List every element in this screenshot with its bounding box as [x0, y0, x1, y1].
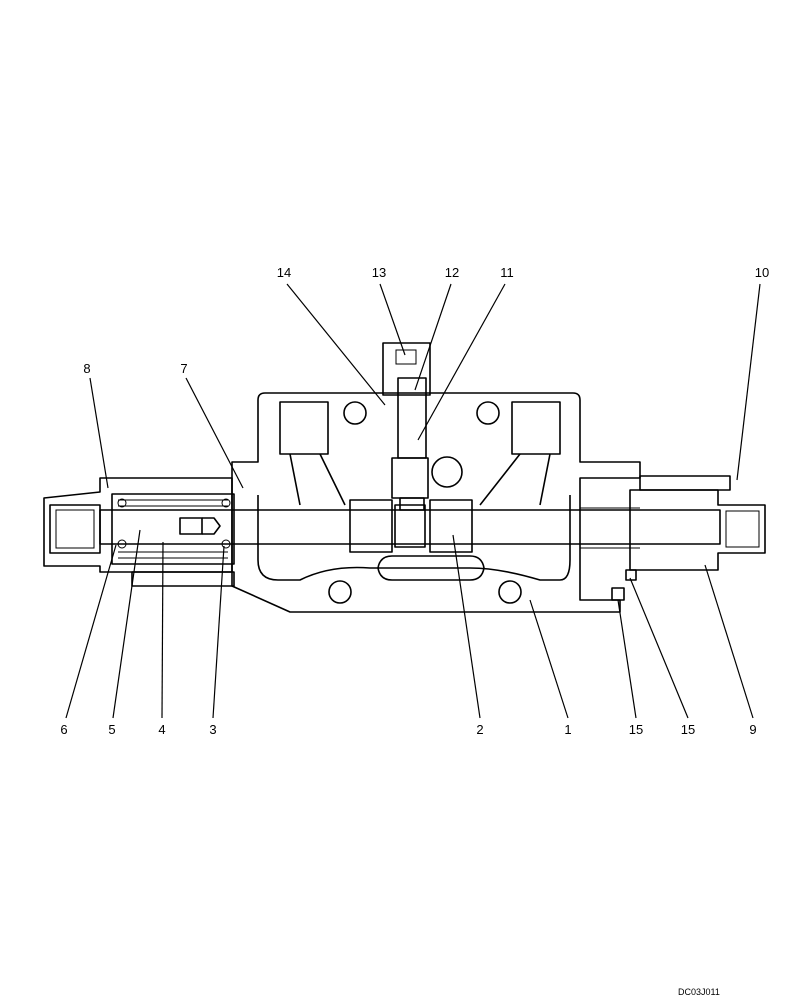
spool [99, 499, 721, 553]
callout-11: 11 [500, 265, 514, 280]
callout-13: 13 [372, 265, 386, 280]
pilot-plug [382, 342, 431, 511]
callout-3: 3 [209, 722, 216, 737]
callout-2: 2 [476, 722, 483, 737]
callout-8: 8 [83, 361, 90, 376]
drawing-code: DC03J011 [678, 987, 720, 997]
callout-14: 14 [277, 265, 291, 280]
callout-4: 4 [158, 722, 165, 737]
callout-7: 7 [180, 361, 187, 376]
valve-body [231, 392, 641, 613]
callout-1: 1 [564, 722, 571, 737]
callout-15: 15 [629, 722, 643, 737]
callout-6: 6 [60, 722, 67, 737]
callout-labels: 14 13 12 11 10 8 7 6 5 4 3 2 1 15 15 9 [60, 265, 769, 737]
right-cap [580, 475, 766, 601]
callout-10: 10 [755, 265, 769, 280]
left-cap [43, 477, 235, 587]
callout-9: 9 [749, 722, 756, 737]
callout-12: 12 [445, 265, 459, 280]
leader-lines [65, 283, 761, 719]
callout-15: 15 [681, 722, 695, 737]
callout-5: 5 [108, 722, 115, 737]
